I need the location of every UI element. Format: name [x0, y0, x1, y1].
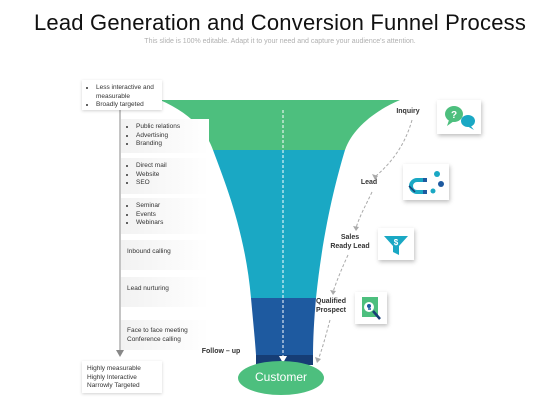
connector-sales-qualified: [332, 254, 349, 293]
chat-question-icon: ?: [445, 106, 475, 130]
stage-label-qualified: Qualified Prospect: [316, 298, 346, 314]
connector-inquiry-lead: [375, 119, 413, 177]
channel-item-seminar: Seminar Events Webinars: [121, 198, 209, 234]
magnet-lead-icon: [408, 171, 444, 194]
search-document-icon: [362, 297, 381, 320]
top-panel-line: Less interactive and measurable: [96, 84, 157, 101]
channel-item-inbound: Inbound calling: [121, 240, 209, 270]
page-subtitle: This slide is 100% editable. Adapt it to…: [144, 38, 416, 45]
connector-arrowhead-1: [372, 174, 378, 180]
channel-line: Conference calling: [127, 335, 181, 343]
channel-line: Face to face meeting: [127, 327, 188, 334]
svg-text:$: $: [394, 238, 399, 247]
channel-line: Inbound calling: [127, 248, 171, 255]
channel-line: Lead nurturing: [127, 285, 169, 292]
channel-line: Seminar: [136, 202, 203, 211]
channel-line: Advertising: [136, 132, 203, 141]
funnel-band-inquiry: [160, 100, 400, 150]
channel-item-nurturing: Lead nurturing: [121, 277, 209, 307]
dollar-funnel-icon-box: $: [378, 228, 414, 260]
stage-label-lead: Lead: [360, 179, 378, 186]
bottom-panel-line: Highly measurable: [87, 365, 141, 372]
stage-label-follow-up: Follow – up: [201, 348, 241, 355]
channel-line: Direct mail: [136, 162, 203, 171]
stage-label-inquiry: Inquiry: [396, 108, 420, 115]
left-axis-arrowhead: [116, 350, 124, 357]
svg-text:?: ?: [451, 110, 457, 121]
funnel-band-lead: [213, 150, 345, 298]
top-panel-line: Broadly targeted: [96, 101, 157, 110]
search-document-icon-box: [355, 292, 387, 324]
center-arrowhead: [279, 356, 287, 363]
customer-ellipse: [238, 361, 324, 395]
connector-arrowhead-4: [315, 357, 321, 363]
customer-label: Customer: [254, 370, 307, 384]
channel-item-pr: Public relations Advertising Branding: [121, 119, 209, 153]
chat-question-icon-box: ?: [437, 100, 481, 134]
connector-arrowhead-3: [330, 290, 336, 295]
dollar-funnel-icon: $: [384, 236, 408, 255]
magnet-lead-icon-box: [403, 164, 449, 200]
bottom-panel-line: Highly Interactive: [87, 373, 137, 381]
channel-line: Website: [136, 171, 203, 180]
connector-qualified-customer: [317, 319, 331, 361]
channel-line: Webinars: [136, 219, 203, 228]
bottom-panel: Highly measurable Highly Interactive Nar…: [82, 361, 162, 393]
channel-item-meeting: Face to face meeting Conference calling: [121, 320, 209, 350]
channel-item-direct-mail: Direct mail Website SEO: [121, 158, 209, 194]
connector-arrowhead-2: [353, 226, 359, 231]
channel-line: Branding: [136, 140, 203, 149]
stage-label-sales-ready: Sales Ready Lead: [330, 234, 370, 250]
channel-line: SEO: [136, 179, 203, 188]
connector-lead-sales: [355, 191, 373, 229]
bottom-panel-line: Narrowly Targeted: [87, 382, 140, 389]
page-title: Lead Generation and Conversion Funnel Pr…: [33, 10, 527, 35]
top-panel: Less interactive and measurable Broadly …: [82, 80, 162, 110]
channel-line: Public relations: [136, 123, 203, 132]
channel-line: Events: [136, 211, 203, 220]
